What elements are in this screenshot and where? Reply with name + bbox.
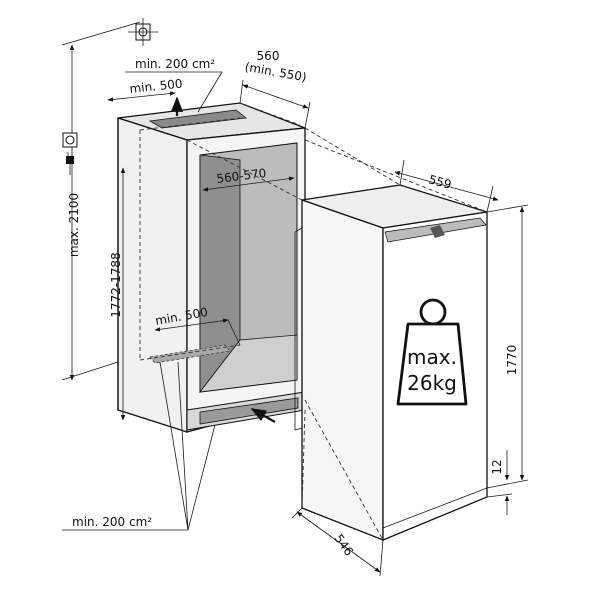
max-load-line1: max. (407, 345, 457, 369)
vent-top-area-label: min. 200 cm² (135, 57, 215, 71)
bottom-air-arrow (250, 408, 276, 423)
appliance-width-label: 559 (427, 172, 453, 191)
niche-depth-min-label: (min. 550) (244, 60, 308, 85)
vent-bottom-area-label: min. 200 cm² (72, 515, 152, 529)
dim-top-vent-depth: min. 500 (107, 77, 183, 102)
plug-icon (66, 152, 74, 175)
dim-max-2100: max. 2100 (61, 21, 141, 381)
weight-icon (396, 298, 468, 406)
water-connection-icon (128, 18, 158, 46)
dim-appliance-width: 559 (394, 159, 499, 213)
socket-icon (62, 132, 78, 148)
dim-plinth-height: 12 (486, 450, 513, 515)
max-load-line2: 26kg (407, 371, 457, 395)
inner-width-label: 560-570 (216, 166, 267, 186)
dim-appliance-height: 1770 (486, 204, 529, 489)
dim-niche-height: 1772-1788 (109, 167, 126, 421)
dim-bottom-vent-area: min. 200 cm² (62, 361, 216, 531)
niche-depth-label: 560 (257, 49, 280, 63)
dim-inner-width: 560-570 (202, 166, 295, 192)
height-max-label: max. 2100 (67, 193, 81, 257)
dim-top-vent-area: min. 200 cm² (125, 57, 223, 113)
vent-top-depth-label: min. 500 (129, 77, 183, 96)
plinth-height-label: 12 (490, 459, 504, 474)
appliance-height-label: 1770 (505, 345, 519, 376)
appliance-depth-label: 546 (332, 532, 357, 559)
niche-cabinet (117, 102, 306, 433)
niche-height-label: 1772-1788 (109, 252, 123, 317)
